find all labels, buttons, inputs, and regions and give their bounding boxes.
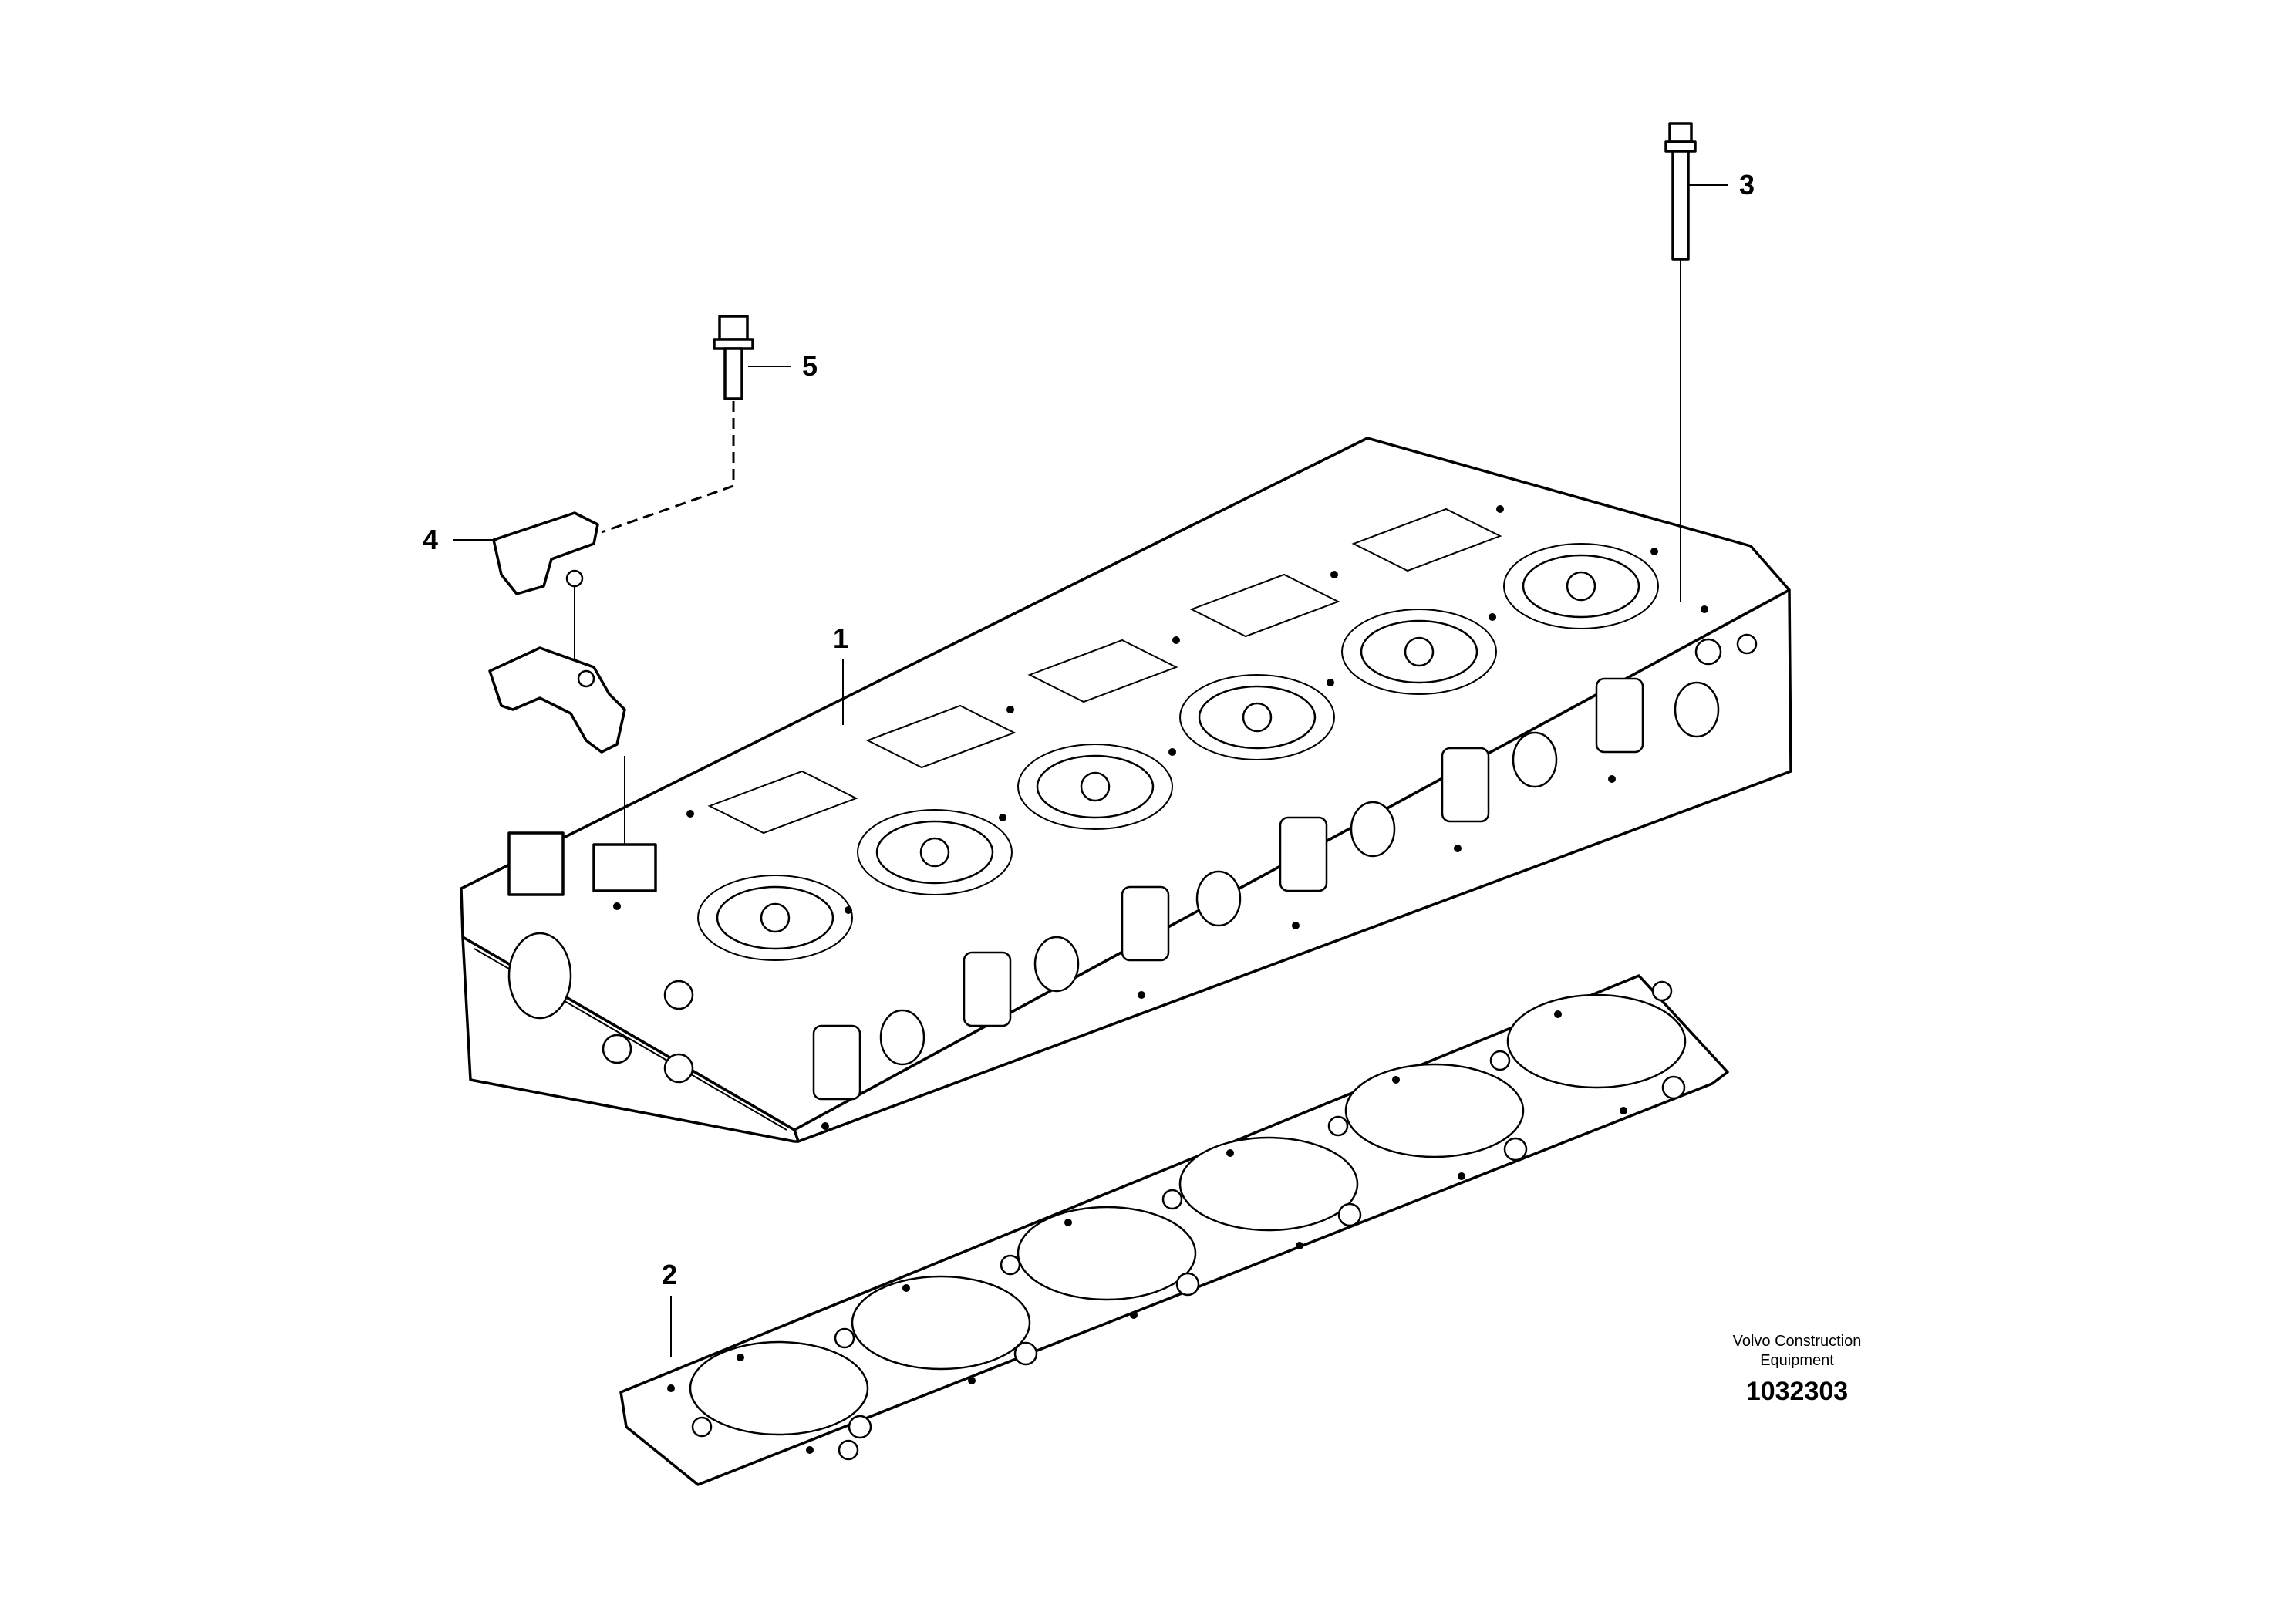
lifting-bracket: [488, 511, 657, 896]
callout-5: 5: [802, 350, 818, 382]
brand-line-1: Volvo Construction: [1733, 1333, 1862, 1350]
bracket-bolt: [601, 315, 754, 534]
bracket-bolt-shank: [723, 347, 743, 400]
brand-line-2: Equipment: [1760, 1352, 1834, 1369]
cylinder-head: [460, 437, 1792, 1143]
combustion-chambers: [697, 543, 1659, 961]
head-bolt-shank: [1671, 150, 1690, 261]
drawing-number: 1032303: [1746, 1377, 1848, 1406]
side-ports: [812, 633, 1758, 1101]
callout-2: 2: [662, 1259, 677, 1290]
head-bolt: [1664, 122, 1697, 602]
callout-3: 3: [1739, 169, 1755, 201]
head-bolt-holes: [613, 505, 1708, 1130]
callout-4: 4: [423, 524, 438, 555]
leader-lines: [453, 184, 1728, 1357]
gasket-holes: [667, 980, 1686, 1461]
head-gasket: [619, 974, 1729, 1486]
rocker-pockets: [707, 508, 1502, 835]
head-bolt-head: [1668, 122, 1693, 143]
callout-1: 1: [833, 622, 848, 654]
end-port: [507, 932, 572, 1020]
bracket-bolt-head: [718, 315, 749, 341]
